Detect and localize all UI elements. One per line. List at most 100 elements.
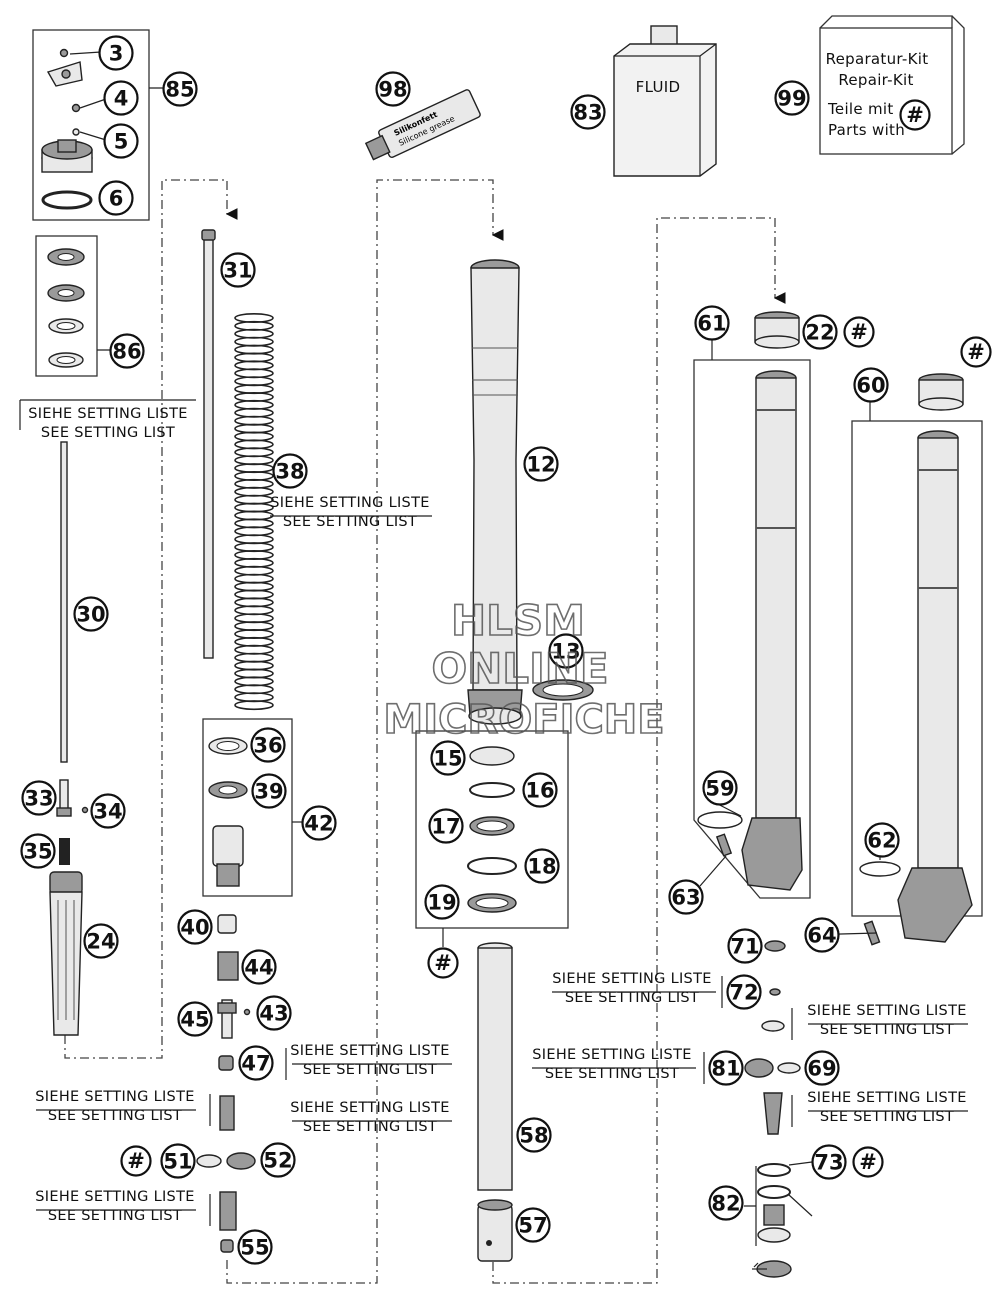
setting-note-de: SIEHE SETTING LISTE (290, 1100, 449, 1116)
callout-69: 69 (804, 1050, 840, 1086)
callout-circle (250, 727, 286, 763)
callout-number: 16 (525, 779, 554, 803)
hash-circle (120, 1145, 152, 1177)
setting-note-en: SEE SETTING LIST (41, 425, 175, 441)
callout-24: 24 (83, 923, 119, 959)
callout-circle (726, 974, 762, 1010)
callout-number: 3 (109, 42, 124, 66)
callout-number: 22 (805, 321, 834, 345)
hash-symbol: # (906, 103, 924, 127)
inner-sleeve (477, 947, 513, 1191)
piston-rod (60, 441, 68, 763)
callout-number: 82 (711, 1192, 740, 1216)
callout-circle (177, 909, 213, 945)
setting-note-en: SEE SETTING LIST (545, 1066, 679, 1082)
hash-symbol: # (967, 340, 985, 364)
fluid-bottle (613, 25, 717, 177)
callout-73: 73 (811, 1144, 847, 1180)
callout-circle (301, 805, 337, 841)
callout-5: 5 (103, 123, 139, 159)
callout-circle (256, 995, 292, 1031)
callout-58: 58 (516, 1117, 552, 1153)
callout-number: 35 (23, 840, 52, 864)
repair-kit-box (819, 27, 953, 155)
callout-circle (708, 1050, 744, 1086)
repair-kit-line2: Repair-Kit (838, 71, 913, 89)
callout-36: 36 (250, 727, 286, 763)
callout-circle (811, 1144, 847, 1180)
callout-circle (702, 770, 738, 806)
callout-61: 61 (694, 305, 730, 341)
callout-number: 33 (24, 787, 53, 811)
callout-circle (853, 367, 889, 403)
callout-number: 19 (427, 891, 456, 915)
callout-number: 71 (730, 935, 759, 959)
callout-circle (548, 633, 584, 669)
callout-15: 15 (430, 740, 466, 776)
inner-fork-tube-right (917, 437, 959, 869)
setting-note-de: SIEHE SETTING LISTE (35, 1089, 194, 1105)
callout-number: 72 (729, 981, 758, 1005)
callout-circle (98, 35, 134, 71)
callout-circle (708, 1185, 744, 1221)
hash-circle (843, 316, 875, 348)
callout-circle (160, 1143, 196, 1179)
callout-number: 59 (705, 777, 734, 801)
setting-note-en: SEE SETTING LIST (48, 1108, 182, 1124)
callout-circle (668, 879, 704, 915)
callout-circle (237, 1229, 273, 1265)
callout-4: 4 (103, 80, 139, 116)
repair-kit-hash-marker: # (427, 947, 459, 979)
hash-circle (852, 1146, 884, 1178)
callout-63: 63 (668, 879, 704, 915)
callout-86: 86 (109, 333, 145, 369)
callout-42: 42 (301, 805, 337, 841)
hash-symbol: # (127, 1149, 145, 1173)
setting-note-de: SIEHE SETTING LISTE (807, 1003, 966, 1019)
callout-number: 39 (254, 780, 283, 804)
group-box-85 (32, 29, 150, 221)
callout-number: 85 (165, 78, 194, 102)
callout-38: 38 (272, 453, 308, 489)
callout-circle (103, 123, 139, 159)
watermark-line2: ONLINE (431, 644, 608, 693)
setting-note-de: SIEHE SETTING LISTE (807, 1090, 966, 1106)
callout-number: 83 (573, 101, 602, 125)
repair-kit-hash-marker: # (899, 99, 931, 131)
callout-number: 30 (76, 603, 105, 627)
repair-kit-hash-marker: # (843, 316, 875, 348)
callout-circle (375, 71, 411, 107)
setting-note-en: SEE SETTING LIST (303, 1062, 437, 1078)
callout-circle (241, 949, 277, 985)
callout-circle (162, 71, 198, 107)
watermark-line3: MICROFICHE (383, 697, 664, 743)
callout-circle (251, 773, 287, 809)
callout-81: 81 (708, 1050, 744, 1086)
callout-6: 6 (98, 180, 134, 216)
callout-number: 69 (807, 1057, 836, 1081)
repair-kit-line4: Parts with (828, 121, 905, 139)
callout-circle (98, 180, 134, 216)
repair-kit-line3: Teile mit (827, 100, 894, 118)
repair-kit-line1: Reparatur-Kit (826, 50, 929, 68)
callout-35: 35 (20, 833, 56, 869)
callout-number: 43 (259, 1002, 288, 1026)
setting-list-note: SIEHE SETTING LISTE SEE SETTING LIST (35, 1089, 211, 1126)
callout-17: 17 (428, 808, 464, 844)
callout-number: 60 (856, 374, 885, 398)
callout-55: 55 (237, 1229, 273, 1265)
callout-number: 36 (253, 734, 282, 758)
callout-number: 5 (114, 130, 129, 154)
callout-number: 81 (711, 1057, 740, 1081)
setting-note-de: SIEHE SETTING LISTE (270, 495, 429, 511)
setting-note-de: SIEHE SETTING LISTE (552, 971, 711, 987)
callout-number: 15 (433, 747, 462, 771)
callout-circle (694, 305, 730, 341)
callout-43: 43 (256, 995, 292, 1031)
callout-57: 57 (515, 1207, 551, 1243)
